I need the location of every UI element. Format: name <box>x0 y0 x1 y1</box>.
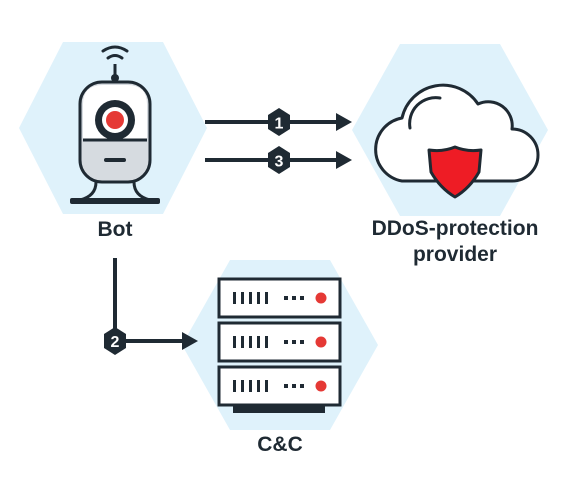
ddos-label-line2: provider <box>412 243 498 266</box>
arrow-step-2: 2 <box>104 258 198 355</box>
step-badge-2 <box>104 327 126 355</box>
ddos-label-line1: DDoS-protection <box>371 217 539 240</box>
server-rack-icon <box>217 277 342 413</box>
bot-label: Bot <box>97 218 133 241</box>
security-camera-icon <box>70 45 160 204</box>
cloud-shield-icon <box>374 83 540 199</box>
arrow-step-1: 1 <box>205 108 352 136</box>
step-badge-1 <box>268 108 290 136</box>
arrow-step-3: 3 <box>205 146 352 174</box>
step-badge-3 <box>268 146 290 174</box>
step-number-1: 1 <box>275 116 284 133</box>
cc-label: C&C <box>257 433 303 456</box>
server-unit <box>217 321 342 363</box>
step-number-2: 2 <box>111 334 120 351</box>
step-number-3: 3 <box>275 154 284 171</box>
ddos-provider-label: DDoS-protection provider <box>330 216 580 268</box>
